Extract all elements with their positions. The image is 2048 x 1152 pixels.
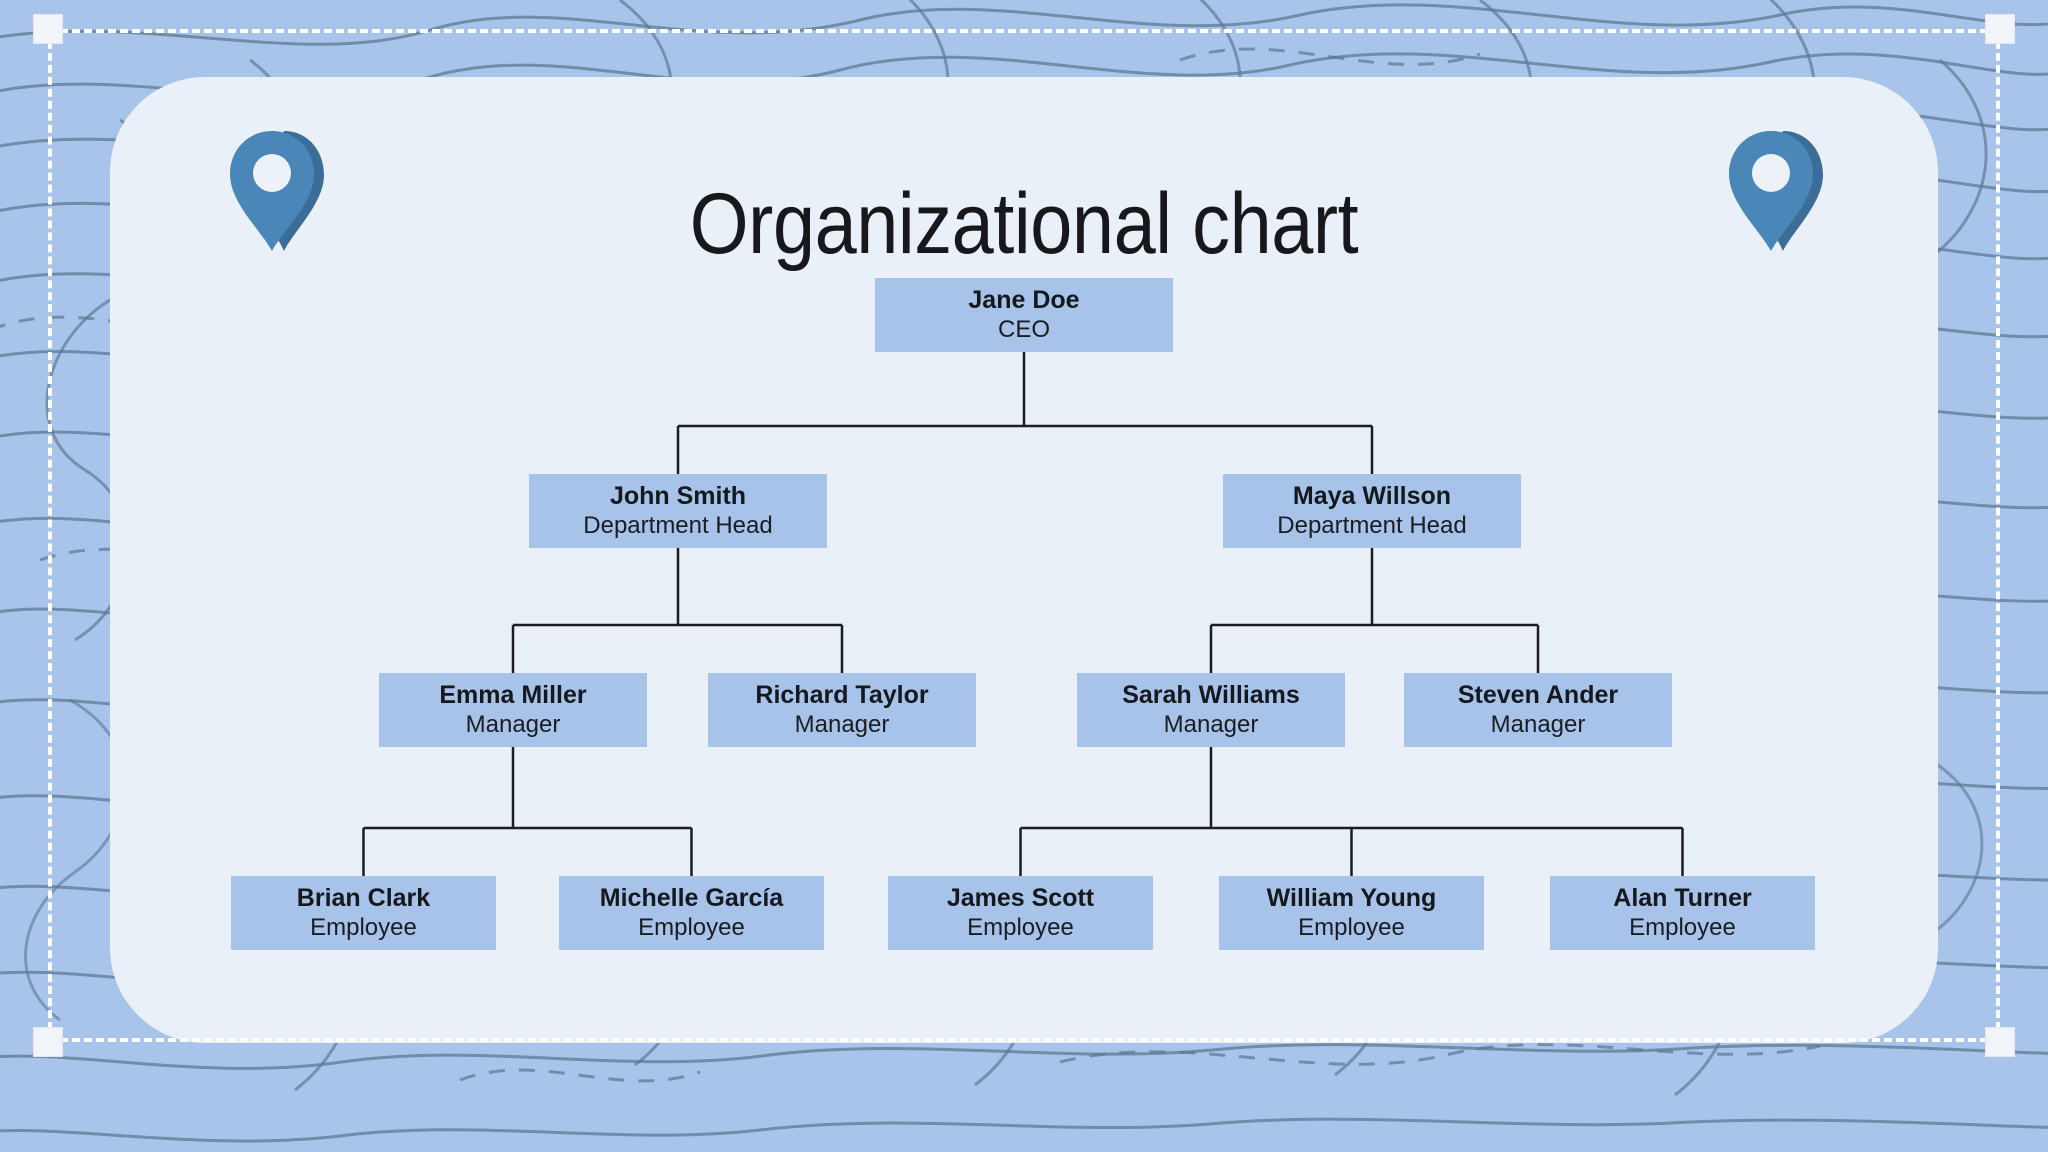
org-node-name: Jane Doe xyxy=(968,286,1080,315)
org-node-name: Brian Clark xyxy=(296,884,431,913)
org-node-role: CEO xyxy=(997,315,1050,343)
resize-handle-bottom-left[interactable] xyxy=(33,1027,63,1057)
org-node-role: Manager xyxy=(465,710,561,738)
org-node-name: Michelle García xyxy=(599,884,784,913)
page-title: Organizational chart xyxy=(689,176,1359,272)
org-node-role: Employee xyxy=(967,913,1074,941)
org-node-role: Employee xyxy=(1298,913,1405,941)
org-node-name: William Young xyxy=(1266,884,1437,913)
map-pin-icon-right xyxy=(1729,131,1823,251)
resize-handle-top-left[interactable] xyxy=(33,14,63,44)
org-node-name: Alan Turner xyxy=(1613,884,1752,913)
org-node-role: Employee xyxy=(310,913,417,941)
org-node-role: Manager xyxy=(1163,710,1259,738)
org-node-role: Department Head xyxy=(1277,511,1467,539)
org-node-name: Sarah Williams xyxy=(1122,681,1300,710)
org-node-role: Employee xyxy=(1629,913,1736,941)
resize-handle-top-right[interactable] xyxy=(1985,14,2015,44)
resize-handle-bottom-right[interactable] xyxy=(1985,1027,2015,1057)
org-node-role: Department Head xyxy=(583,511,773,539)
org-node-name: Richard Taylor xyxy=(755,681,929,710)
org-node-name: James Scott xyxy=(946,884,1095,913)
org-node-role: Employee xyxy=(638,913,745,941)
org-node-name: John Smith xyxy=(609,482,747,511)
org-node-name: Emma Miller xyxy=(439,681,587,710)
org-node-role: Manager xyxy=(794,710,890,738)
org-node-role: Manager xyxy=(1490,710,1586,738)
map-pin-icon-left xyxy=(230,131,324,251)
org-node-name: Steven Ander xyxy=(1457,681,1619,710)
org-node-name: Maya Willson xyxy=(1292,482,1452,511)
